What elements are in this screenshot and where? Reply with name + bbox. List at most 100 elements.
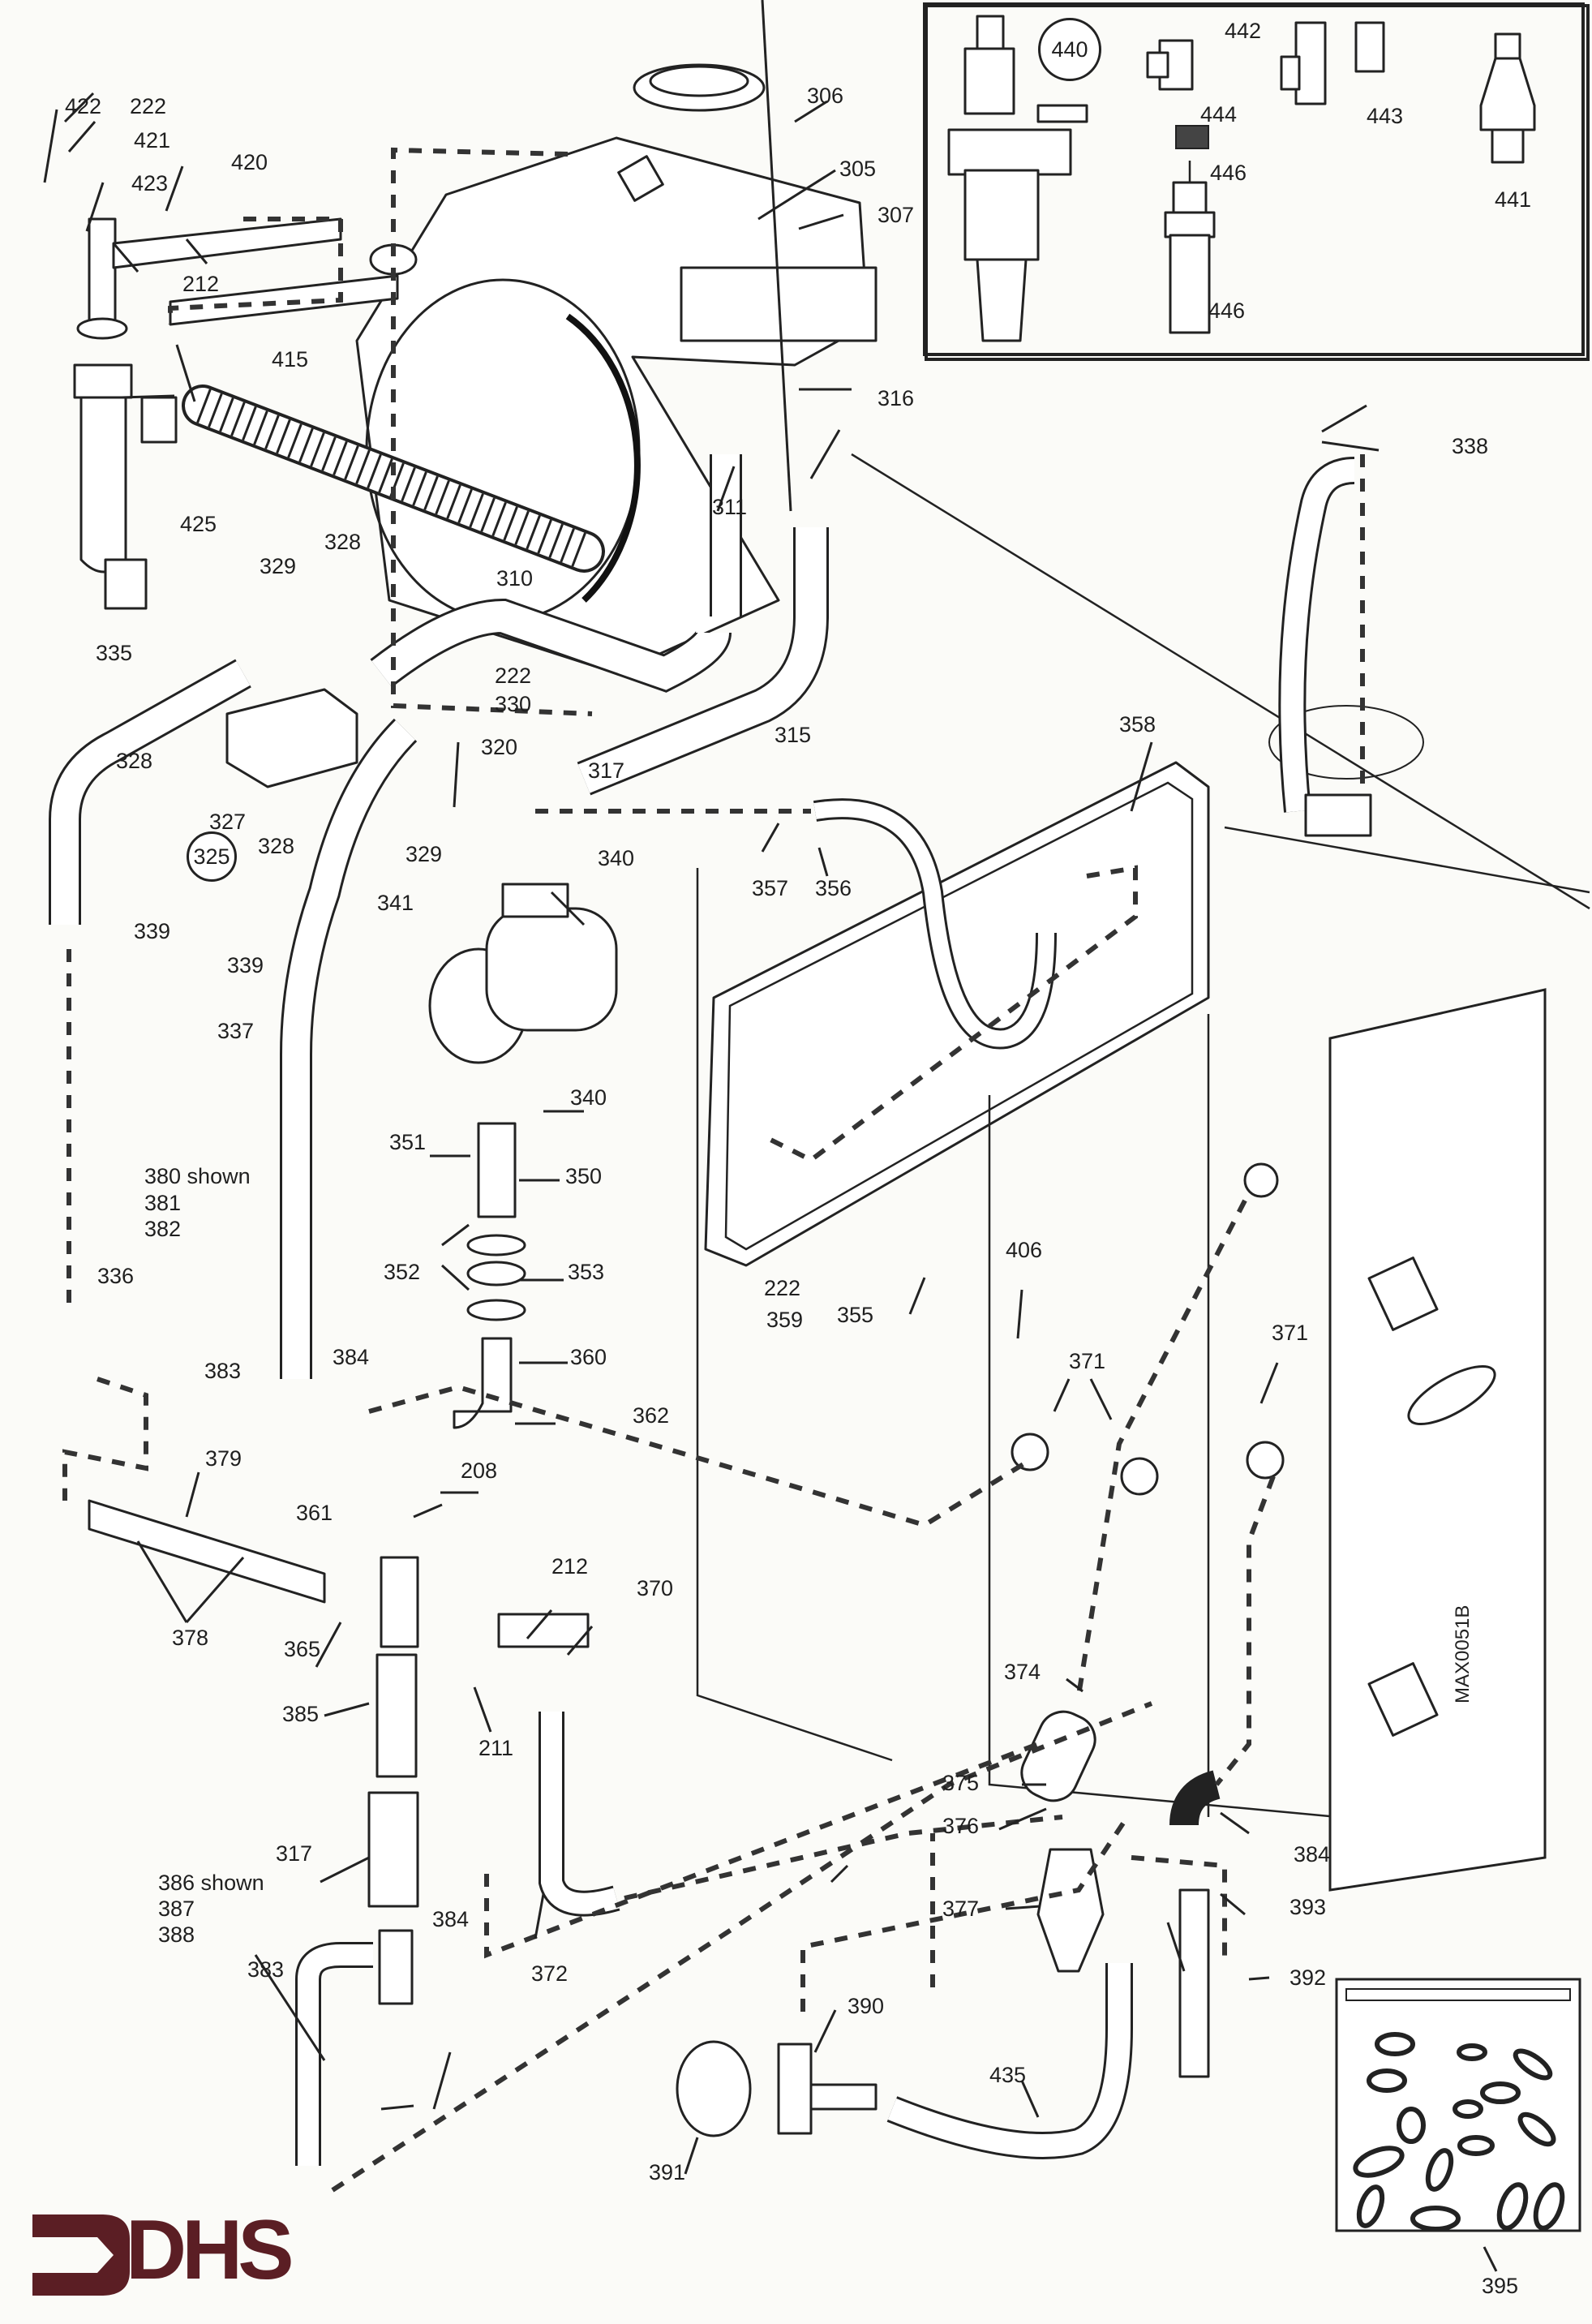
label-329: 329 <box>260 554 297 578</box>
label-341: 341 <box>377 891 414 915</box>
part-420-pipe <box>76 217 342 340</box>
label-317: 317 <box>588 758 625 783</box>
label-365: 365 <box>284 1637 321 1661</box>
label-383: 383 <box>247 1957 285 1982</box>
part-442-valve <box>1280 21 1327 105</box>
label-340: 340 <box>570 1085 607 1110</box>
label-339: 339 <box>134 919 171 943</box>
label-327: 327 <box>209 810 247 834</box>
label-375: 375 <box>942 1771 980 1795</box>
label-443: 443 <box>1367 104 1404 128</box>
label-371: 371 <box>1069 1349 1106 1373</box>
label-328: 328 <box>258 834 295 858</box>
part-425-condensate-trap <box>73 363 178 610</box>
label-442: 442 <box>1225 19 1262 43</box>
label-425: 425 <box>180 512 217 536</box>
label-361: 361 <box>296 1501 333 1525</box>
label-441: 441 <box>1495 187 1532 212</box>
label-381: 381 <box>144 1191 182 1215</box>
label-384: 384 <box>333 1345 370 1369</box>
label-325: 325 <box>193 844 230 869</box>
part-365-tee-and-385-pipe <box>367 1556 419 2005</box>
label-390: 390 <box>847 1994 885 2018</box>
label-317: 317 <box>276 1841 313 1866</box>
drawing-code: MAX0051B <box>1452 1604 1474 1703</box>
label-374: 374 <box>1004 1660 1041 1684</box>
label-356: 356 <box>815 876 852 900</box>
part-391-pressure-gauge <box>676 2040 752 2137</box>
label-444: 444 <box>1200 102 1238 127</box>
label-329: 329 <box>406 842 443 866</box>
label-328: 328 <box>324 530 362 554</box>
label-355: 355 <box>837 1303 874 1327</box>
label-420: 420 <box>231 150 268 174</box>
label-208: 208 <box>461 1458 498 1483</box>
part-395-seal-kit <box>1335 1978 1581 2232</box>
label-386-shown: 386 shown <box>158 1871 264 1895</box>
label-391: 391 <box>649 2160 686 2184</box>
part-443-fitting <box>1354 21 1385 73</box>
label-315: 315 <box>775 723 812 747</box>
label-384: 384 <box>432 1907 470 1931</box>
part-386-pipe <box>295 1942 373 2166</box>
label-392: 392 <box>1289 1965 1327 1990</box>
label-382: 382 <box>144 1217 182 1241</box>
label-340: 340 <box>598 846 635 870</box>
label-384: 384 <box>1294 1842 1331 1867</box>
label-380-shown: 380 shown <box>144 1164 251 1188</box>
part-446-cartridge <box>1164 161 1216 334</box>
label-423: 423 <box>131 171 169 195</box>
boiler-casing <box>696 453 1590 1892</box>
label-379: 379 <box>205 1446 242 1471</box>
dhs-arrow-icon <box>32 2214 130 2296</box>
label-335: 335 <box>96 641 133 665</box>
leader-lines <box>43 0 1498 2272</box>
label-360: 360 <box>570 1345 607 1369</box>
label-306: 306 <box>807 84 844 108</box>
label-307: 307 <box>878 203 915 227</box>
label-446: 446 <box>1208 299 1246 323</box>
part-350-pipe-and-seals <box>453 1122 526 1429</box>
label-222: 222 <box>764 1276 801 1300</box>
label-383: 383 <box>204 1359 242 1383</box>
part-340-pump <box>428 883 618 1064</box>
label-212: 212 <box>551 1554 589 1579</box>
label-393: 393 <box>1289 1895 1327 1919</box>
part-377-filter <box>1036 1848 1105 1973</box>
label-337: 337 <box>217 1019 255 1043</box>
part-371-gauges <box>1011 1162 1285 1496</box>
dhs-logo-text: DHS <box>126 2203 294 2297</box>
label-320: 320 <box>481 735 518 759</box>
label-395: 395 <box>1482 2274 1519 2298</box>
inset-440-filter-parts <box>925 4 1590 361</box>
label-376: 376 <box>942 1814 980 1838</box>
label-406: 406 <box>1006 1238 1043 1262</box>
label-338: 338 <box>1452 434 1489 458</box>
label-351: 351 <box>389 1130 427 1154</box>
callout-440-assembly: 440 <box>1038 18 1101 81</box>
label-310: 310 <box>496 566 534 591</box>
label-415: 415 <box>272 347 309 372</box>
part-440-filter-assembly <box>947 15 1088 342</box>
part-392-393-pipe <box>1169 1770 1221 2078</box>
label-388: 388 <box>158 1922 195 1947</box>
label-336: 336 <box>97 1264 135 1288</box>
label-377: 377 <box>942 1897 980 1921</box>
label-421: 421 <box>134 128 171 152</box>
label-350: 350 <box>565 1164 603 1188</box>
label-358: 358 <box>1119 712 1156 737</box>
part-327-diverter-actuator <box>225 688 358 788</box>
part-446-strainer <box>1175 125 1209 149</box>
label-370: 370 <box>637 1576 674 1600</box>
label-316: 316 <box>878 386 915 410</box>
label-222: 222 <box>130 94 167 118</box>
label-422: 422 <box>65 94 102 118</box>
label-385: 385 <box>282 1702 320 1726</box>
label-357: 357 <box>752 876 789 900</box>
callout-325-assembly: 325 <box>187 831 237 882</box>
label-353: 353 <box>568 1260 605 1284</box>
label-362: 362 <box>633 1403 670 1428</box>
label-440: 440 <box>1051 37 1088 62</box>
label-311: 311 <box>712 495 748 519</box>
